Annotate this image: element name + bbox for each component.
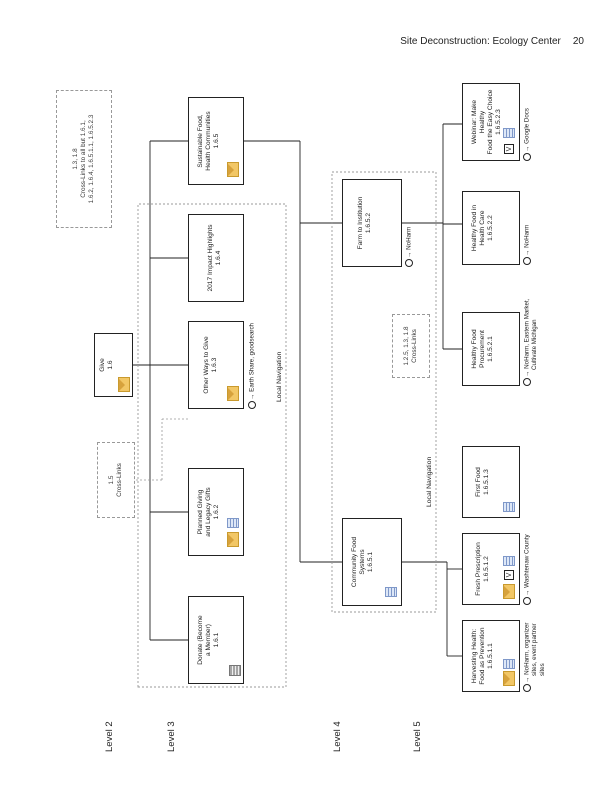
external-link-other-ways[interactable]: →Earth Share, goodsearch [248, 323, 256, 409]
document-icon [503, 556, 515, 566]
envelope-icon [503, 671, 515, 686]
arrow-right-icon: → [523, 676, 531, 683]
envelope-icon [227, 162, 239, 177]
local-navigation-label: Local Navigation [276, 351, 283, 402]
header-title: Site Deconstruction: Ecology Center [400, 36, 561, 47]
envelope-icon [503, 584, 515, 599]
envelope-icon [227, 532, 239, 547]
document-icon [503, 128, 515, 138]
level-5-label: Level 5 [412, 721, 423, 752]
page-header: Site Deconstruction: Ecology Center 20 [400, 36, 584, 47]
envelope-icon [227, 386, 239, 401]
external-link-webinar[interactable]: →Google Docs [523, 108, 531, 161]
document-icon [227, 518, 239, 528]
video-icon: V [504, 144, 514, 154]
external-link-farm[interactable]: →NoHarm [405, 227, 413, 267]
arrow-right-icon: → [523, 145, 531, 152]
external-link-procurement[interactable]: →NoHarm, Eastern Market, Cultivate Michi… [523, 299, 539, 386]
video-icon: V [504, 570, 514, 580]
arrow-right-icon: → [405, 251, 413, 258]
circle-icon [248, 401, 256, 409]
external-link-fresh[interactable]: →Washtenaw County [523, 534, 531, 605]
circle-icon [523, 153, 531, 161]
level-4-label: Level 4 [332, 721, 343, 752]
document-icon [385, 587, 397, 597]
external-link-harvesting[interactable]: →NoHarm, organizer sites, event partner … [523, 623, 546, 692]
circle-icon [405, 259, 413, 267]
document-icon [503, 659, 515, 669]
envelope-icon [118, 377, 130, 392]
document-icon [503, 502, 515, 512]
arrow-right-icon: → [523, 370, 531, 377]
level-2-label: Level 2 [104, 721, 115, 752]
arrow-right-icon: → [248, 393, 256, 400]
arrow-right-icon: → [523, 249, 531, 256]
list-icon [229, 665, 241, 676]
circle-icon [523, 684, 531, 692]
circle-icon [523, 597, 531, 605]
circle-icon [523, 378, 531, 386]
local-navigation-frame [331, 171, 437, 613]
local-navigation-frame [137, 203, 287, 688]
page-number: 20 [572, 36, 584, 47]
circle-icon [523, 257, 531, 265]
level-3-label: Level 3 [166, 721, 177, 752]
local-navigation-label: Local Navigation [426, 456, 433, 507]
external-link-health-care[interactable]: →NoHarm [523, 225, 531, 265]
arrow-right-icon: → [523, 589, 531, 596]
